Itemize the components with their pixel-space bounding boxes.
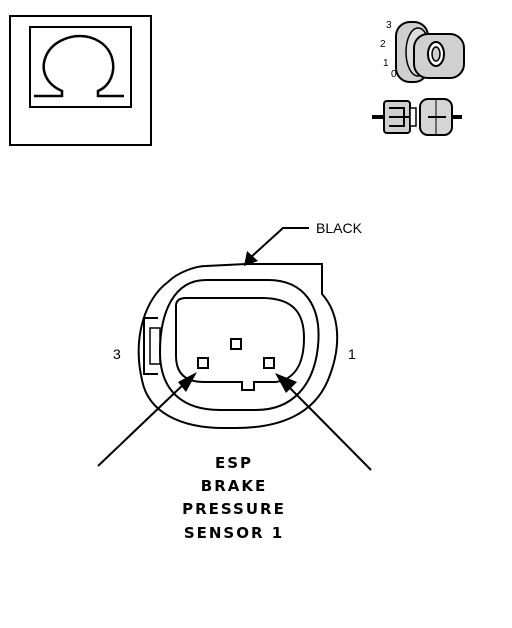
connector-cavity xyxy=(175,297,306,391)
connector-caption: ESP BRAKE PRESSURE SENSOR 1 xyxy=(182,454,286,542)
caption-line-4: SENSOR 1 xyxy=(184,524,284,542)
terminal-cavity-1 xyxy=(263,357,275,369)
key-icon xyxy=(413,33,465,79)
color-leader-line xyxy=(249,227,309,259)
connector-inner-shell xyxy=(158,279,320,411)
terminal-cavity-3 xyxy=(197,357,209,369)
caption-line-3: PRESSURE xyxy=(182,500,286,518)
ignition-position-3: 3 xyxy=(386,20,392,31)
pin-label-right: 1 xyxy=(348,346,356,362)
terminal-cavity-2 xyxy=(230,338,242,350)
connector-disconnect-icon xyxy=(372,98,462,136)
color-leader-arrowhead xyxy=(244,251,258,266)
pin-pointer-left xyxy=(97,372,197,467)
pin-pointer-right xyxy=(275,373,372,471)
ohmmeter-icon xyxy=(9,15,152,146)
ignition-position-0: 0 xyxy=(391,69,397,80)
omega-icon xyxy=(34,34,124,98)
connector-latch xyxy=(143,317,158,375)
connector-face xyxy=(137,263,339,429)
caption-line-2: BRAKE xyxy=(201,477,267,495)
pin-label-left: 3 xyxy=(113,346,121,362)
ignition-position-1: 1 xyxy=(383,58,389,69)
connector-color-label: BLACK xyxy=(316,220,363,236)
connector-latch-inner xyxy=(149,327,161,365)
connector-outer-shell xyxy=(137,263,339,429)
ignition-switch-icon: 3 2 1 0 xyxy=(372,20,465,136)
caption-line-1: ESP xyxy=(215,454,253,472)
ignition-position-2: 2 xyxy=(380,39,386,50)
